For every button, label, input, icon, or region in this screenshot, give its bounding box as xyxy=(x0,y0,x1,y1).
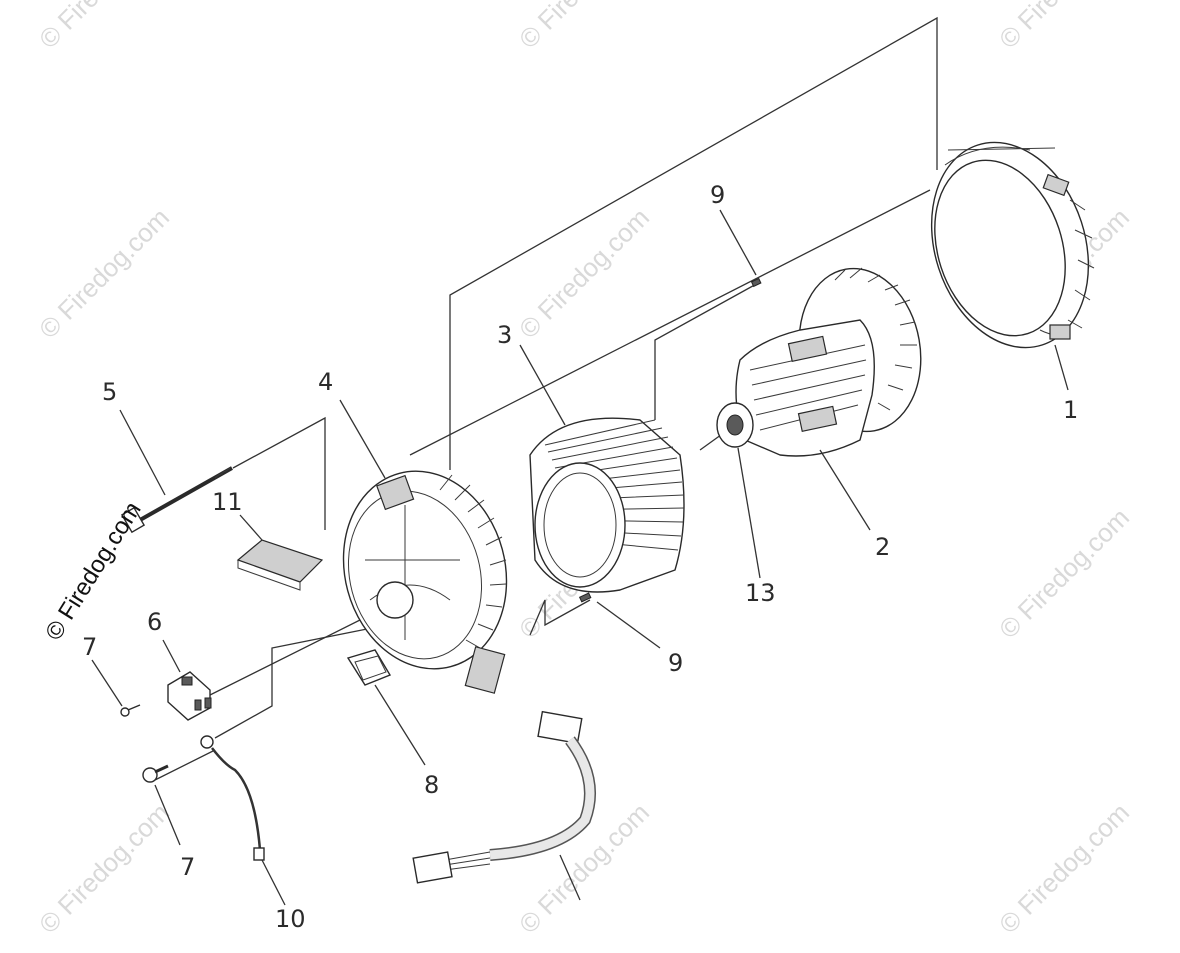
callout-7: 7 xyxy=(180,853,195,881)
watermark-main: © Firedog.com xyxy=(40,497,146,645)
callout-3: 3 xyxy=(497,321,512,349)
brush-holder-icon xyxy=(167,671,212,721)
watermark-text: © Firedog.com xyxy=(993,797,1135,939)
rear-bearing-carrier-icon xyxy=(930,141,1095,349)
callout-7: 7 xyxy=(82,633,97,661)
callout-13: 13 xyxy=(745,579,776,607)
callout-11: 11 xyxy=(212,488,243,516)
callout-8: 8 xyxy=(424,771,439,799)
callout-5: 5 xyxy=(102,378,117,406)
callout-9: 9 xyxy=(710,181,725,209)
watermark-text: © Firedog.com xyxy=(33,0,175,54)
watermark-text: © Firedog.com xyxy=(993,0,1135,54)
bracket-icon xyxy=(346,649,392,686)
ground-wire-icon xyxy=(200,735,265,861)
callout-1: 1 xyxy=(1063,396,1078,424)
watermark-text: © Firedog.com xyxy=(33,202,175,344)
stator-icon xyxy=(529,417,685,593)
pad-icon xyxy=(236,539,324,591)
dowel-pin-icon xyxy=(578,277,762,603)
watermark-text: © Firedog.com xyxy=(993,502,1135,644)
watermark-text: © Firedog.com xyxy=(33,797,175,939)
callout-2: 2 xyxy=(875,533,890,561)
assembly-lines xyxy=(154,16,938,781)
callout-4: 4 xyxy=(318,368,333,396)
leader-lines xyxy=(91,209,1069,906)
wiring-harness-icon xyxy=(412,710,596,884)
screw-icon xyxy=(120,704,169,783)
rotor-assembly-icon xyxy=(716,267,922,457)
watermark-text: © Firedog.com xyxy=(513,0,655,54)
front-housing-icon xyxy=(342,470,508,694)
callout-10: 10 xyxy=(275,905,306,933)
through-bolt-icon xyxy=(120,466,233,534)
callout-6: 6 xyxy=(147,608,162,636)
watermark-text: © Firedog.com xyxy=(513,202,655,344)
callout-labels: 1 2 3 4 5 6 7 7 8 9 9 10 11 13 xyxy=(82,181,1078,933)
callout-9: 9 xyxy=(668,649,683,677)
